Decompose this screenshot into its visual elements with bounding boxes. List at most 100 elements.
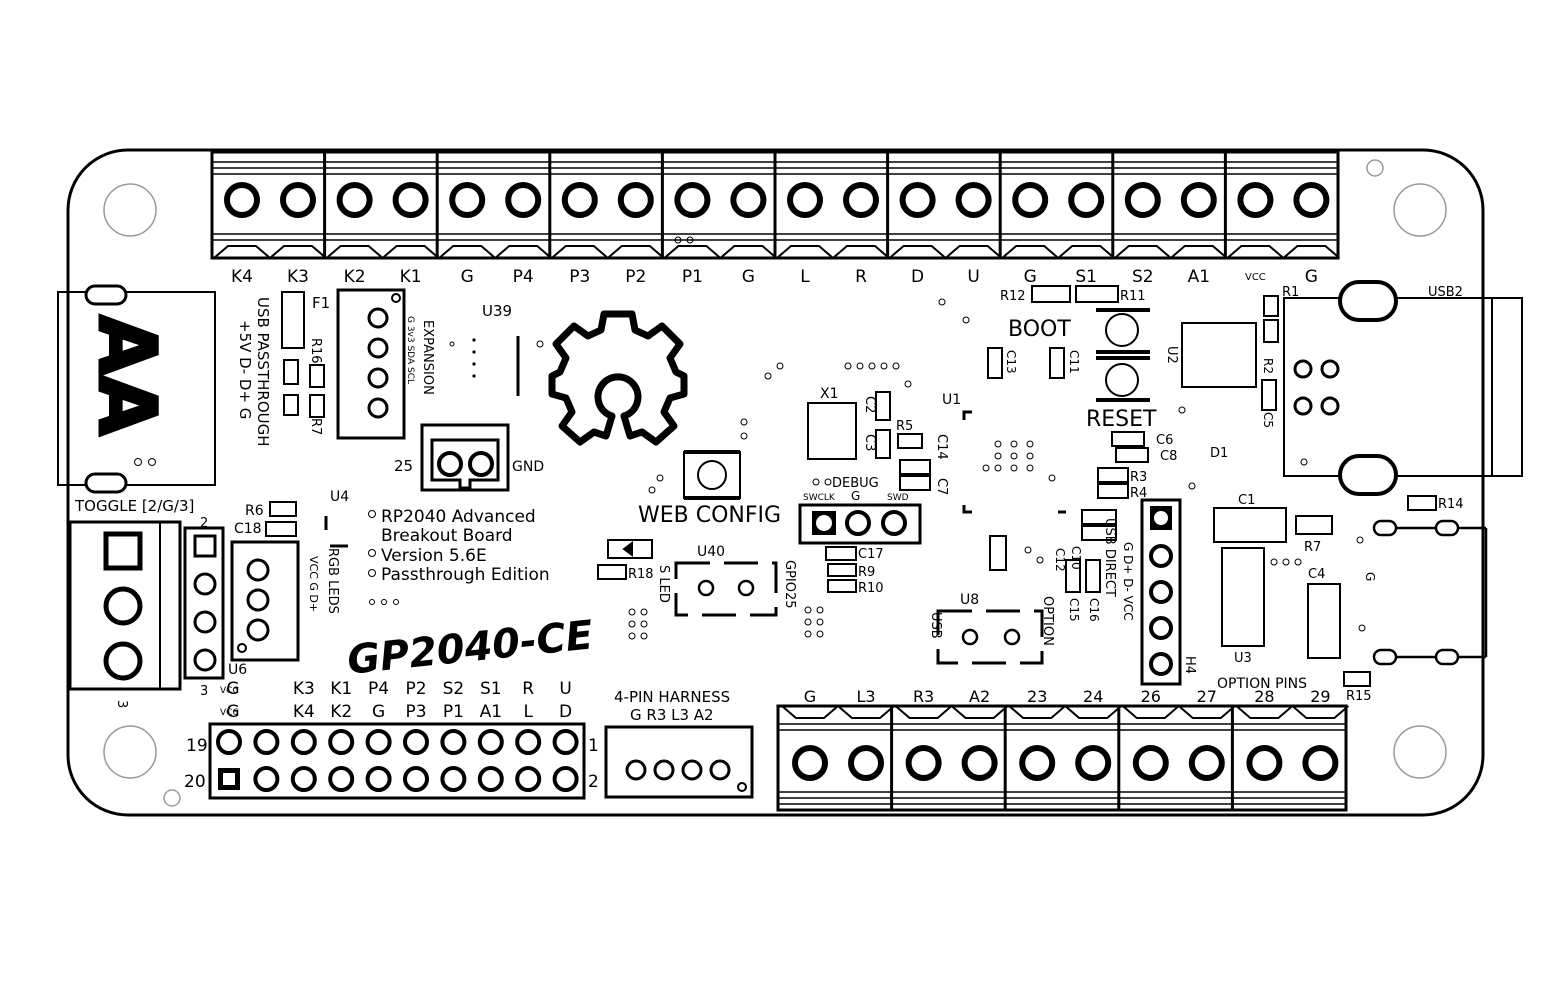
toggle-switch-connector: [68, 520, 225, 691]
u39-designator: U39: [482, 302, 512, 320]
top-terminal-block: [210, 150, 1341, 260]
r4-designator: R4: [1130, 486, 1147, 501]
header-pin: [328, 729, 355, 755]
terminal-screw: [1237, 182, 1274, 218]
usb-passthrough-label: USB PASSTHROUGH: [254, 297, 272, 447]
header-top-label: R: [522, 679, 534, 699]
mounting-holes: [103, 159, 1447, 807]
r16-designator: R16: [308, 338, 323, 364]
r5-designator: R5: [896, 419, 913, 434]
terminal-screw: [1075, 745, 1112, 781]
top-terminal-label: S2: [1132, 267, 1154, 287]
usb-option-option-label: OPTION: [1040, 596, 1055, 646]
header-pin: [216, 729, 242, 755]
terminal-screw: [905, 745, 942, 781]
u8-designator: U8: [960, 592, 979, 608]
terminal-wire-entry: [1114, 245, 1172, 259]
terminal-screw: [792, 745, 828, 781]
header-pin: [515, 766, 542, 792]
option-pins-label: OPTION PINS: [1217, 676, 1307, 692]
terminal-wire-entry: [1001, 245, 1059, 259]
r12-designator: R12: [1000, 289, 1026, 304]
misc-vias-left: [369, 599, 399, 605]
board-edition: Passthrough Edition: [381, 565, 550, 585]
s-led-label: S LED: [656, 565, 671, 603]
header-pin: [515, 729, 542, 755]
debug-label: DEBUG: [832, 476, 879, 491]
terminal-wire-entry: [1178, 705, 1236, 719]
terminal-wire-entry: [837, 705, 895, 719]
bottom-terminal-label: L3: [856, 687, 875, 706]
r2-designator: R2: [1261, 358, 1275, 374]
terminal-wire-entry: [776, 245, 834, 259]
u1-designator: U1: [942, 392, 961, 408]
terminal-wire-entry: [1235, 705, 1294, 719]
header-top-label: K3: [293, 679, 315, 699]
c17-designator: C17: [858, 547, 884, 562]
d1-designator: D1: [1210, 446, 1228, 461]
bottom-terminal-label: 24: [1083, 687, 1103, 706]
terminal-screw: [843, 182, 879, 218]
bottom-terminal-block: [776, 704, 1350, 812]
header-pin: [290, 729, 317, 755]
fuse-and-resistors: [281, 291, 325, 418]
terminal-screw: [1132, 745, 1169, 781]
header-number-19: 19: [186, 736, 208, 756]
terminal-wire-entry: [551, 245, 609, 259]
usb-passthrough-pins: +5V D- D+ G: [236, 320, 254, 419]
u2-designator: U2: [1164, 346, 1179, 364]
header-top-label: P4: [368, 679, 389, 699]
board-title-line1: RP2040 Advanced: [381, 507, 536, 527]
debug-pin-swclk: SWCLK: [803, 493, 836, 503]
top-terminal-label: K4: [231, 267, 253, 287]
u1-mcu: [962, 410, 1066, 514]
expansion-connector: [336, 288, 406, 440]
terminal-wire-entry: [1282, 245, 1341, 259]
c5-designator: C5: [1261, 412, 1275, 428]
header-vcc-top: VCC: [220, 686, 239, 696]
header-top-label: K1: [330, 679, 352, 699]
debug-header: [798, 503, 922, 545]
terminal-wire-entry: [1064, 705, 1122, 719]
board-version: Version 5.6E: [381, 546, 487, 566]
r11-designator: R11: [1120, 289, 1146, 304]
terminal-wire-entry: [719, 245, 778, 259]
top-terminal-label: K3: [287, 267, 309, 287]
c17-r9-r10-parts: [825, 546, 857, 593]
top-terminal-label: G: [1024, 267, 1037, 287]
header-pin: [403, 729, 429, 755]
harness-connector: [604, 725, 754, 799]
expansion-label: EXPANSION: [420, 320, 435, 395]
terminal-screw: [1019, 745, 1056, 781]
c15-c16-parts: [1065, 559, 1101, 593]
c4-designator: C4: [1308, 567, 1325, 582]
bottom-terminal-body: [776, 704, 1348, 812]
harness-title: 4-PIN HARNESS: [614, 688, 730, 706]
terminal-wire-entry: [781, 705, 839, 719]
r18-designator: R18: [628, 567, 654, 582]
u39-chip: [449, 336, 544, 396]
r10-designator: R10: [858, 581, 884, 596]
terminal-wire-entry: [607, 245, 665, 259]
header-pin: [365, 766, 392, 792]
top-terminal-label: D: [911, 267, 924, 287]
top-terminal-label: VCC: [1245, 272, 1266, 283]
top-terminal-label: P4: [513, 267, 534, 287]
board-title-line2: Breakout Board: [381, 526, 513, 546]
h4-designator: H4: [1182, 656, 1197, 674]
rgb-leds-pins: VCC G D+: [307, 556, 320, 612]
top-terminal-label: R: [855, 267, 867, 287]
header-top-label: S2: [443, 679, 465, 699]
terminal-screw: [899, 182, 936, 218]
r7-left-designator: R7: [308, 418, 323, 435]
top-terminal-label: G: [742, 267, 755, 287]
u3-designator: U3: [1234, 651, 1252, 666]
usb-direct-pins: G D+ D- VCC: [1121, 542, 1135, 621]
r15-designator: R15: [1346, 689, 1372, 704]
terminal-screw: [961, 745, 998, 781]
header-pin-square-hole: [223, 773, 235, 785]
debug-pin-swd: SWD: [887, 493, 909, 503]
c16-designator: C16: [1087, 598, 1101, 622]
terminal-wire-entry: [213, 245, 271, 259]
terminal-screw: [1124, 182, 1161, 218]
